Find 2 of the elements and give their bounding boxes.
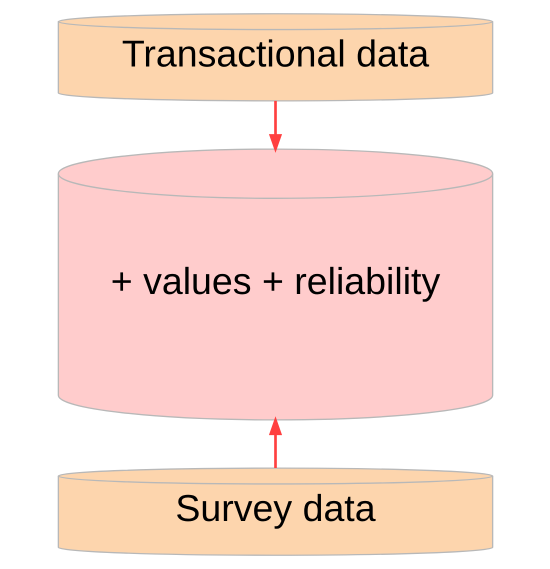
arrow [268, 416, 282, 468]
arrow [268, 100, 282, 153]
